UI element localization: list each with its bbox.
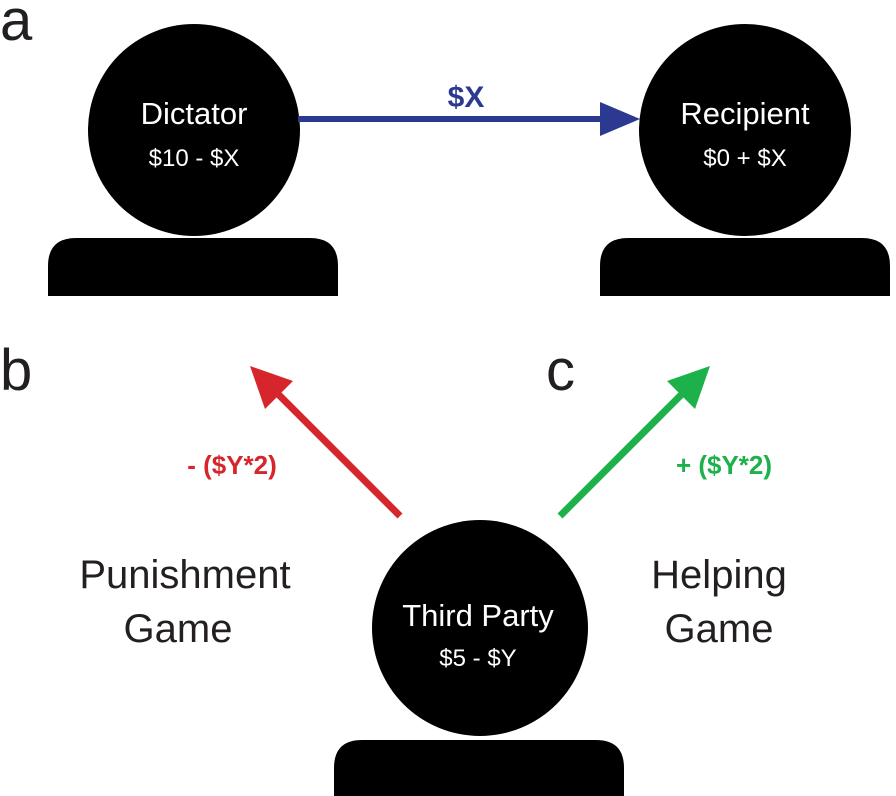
dictator-name: Dictator [141,96,248,131]
help-arrow: + ($Y*2) [557,366,772,519]
dictator-value: $10 - $X [149,145,240,172]
recipient-name: Recipient [680,96,810,131]
third-party-head [372,520,588,736]
panel-label-b: b [0,338,32,403]
recipient-head [639,24,851,236]
helping-game-line2: Game [665,607,774,651]
third-party-value: $5 - $Y [439,645,516,672]
third-party-name: Third Party [402,598,554,633]
panel-label-a: a [0,0,33,53]
punish-arrow-head [250,366,293,409]
help-arrow-line [557,389,687,519]
dictator-person: Dictator $10 - $X [48,24,338,296]
recipient-value: $0 + $X [703,145,786,172]
punishment-game-line1: Punishment [79,553,290,597]
help-arrow-label: + ($Y*2) [676,450,772,480]
transfer-arrow-head [600,102,640,136]
dictator-body [48,238,338,296]
punishment-game-line2: Game [124,607,233,651]
help-arrow-head [667,366,710,409]
transfer-arrow-label: $X [448,81,485,114]
dictator-head [88,24,300,236]
punish-arrow: - ($Y*2) [187,366,403,519]
third-party-person: Third Party $5 - $Y [334,520,624,796]
recipient-person: Recipient $0 + $X [600,24,890,296]
transfer-arrow: $X [298,81,640,136]
panel-label-c: c [546,338,575,403]
third-party-body [334,740,624,796]
punish-arrow-line [273,389,403,519]
recipient-body [600,238,890,296]
punish-arrow-label: - ($Y*2) [187,450,277,480]
helping-game-line1: Helping [651,553,787,597]
